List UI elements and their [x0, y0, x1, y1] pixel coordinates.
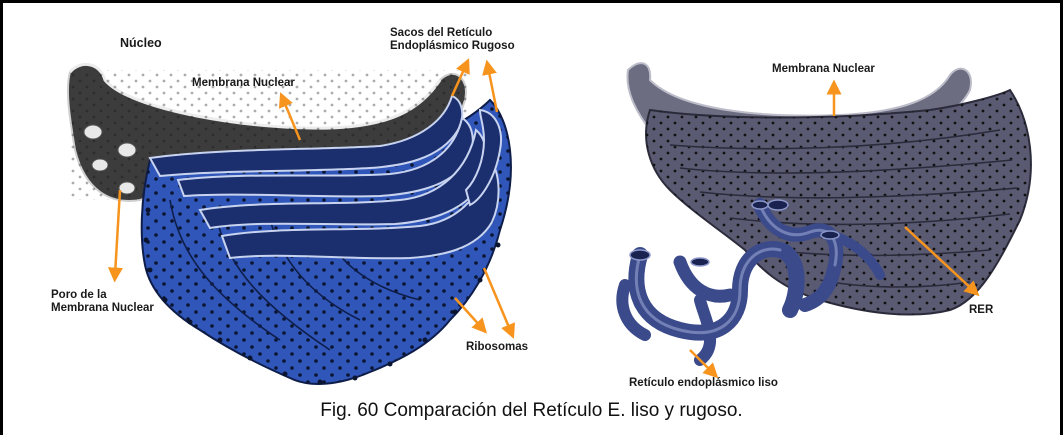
arrow-poro: [107, 189, 123, 283]
arrow-sacos-2: [482, 59, 499, 113]
label-membrana-nuclear-right: Membrana Nuclear: [772, 63, 875, 75]
label-sacos-line2: Endoplásmico Rugoso: [390, 40, 515, 52]
label-reticulo-liso: Retículo endoplásmico liso: [629, 377, 778, 389]
pointer-arrows: [107, 58, 980, 379]
figure-caption: Fig. 60 Comparación del Retículo E. liso…: [320, 400, 743, 421]
rough-er-diagram: [66, 63, 512, 385]
arrow-ribosomas-1: [454, 297, 488, 334]
label-nucleo: Núcleo: [120, 36, 162, 50]
nuclear-pores: [83, 124, 137, 195]
label-membrana-nuclear-left: Membrana Nuclear: [192, 77, 295, 89]
label-rer: RER: [969, 304, 994, 316]
arrow-membrana-left: [278, 92, 302, 141]
label-poro-line2: Membrana Nuclear: [51, 302, 154, 314]
arrow-rel: [689, 349, 719, 379]
label-sacos-line1: Sacos del Retículo: [390, 27, 493, 39]
label-ribosomas: Ribosomas: [466, 341, 528, 353]
arrow-sacos-1: [450, 58, 470, 97]
arrow-ribosomas-2: [482, 267, 515, 339]
smooth-vs-rough-er-diagram: [616, 62, 1032, 366]
rer-cisternae: [148, 94, 502, 260]
arrow-rer: [904, 226, 980, 297]
label-poro-line1: Poro de la: [51, 289, 107, 301]
